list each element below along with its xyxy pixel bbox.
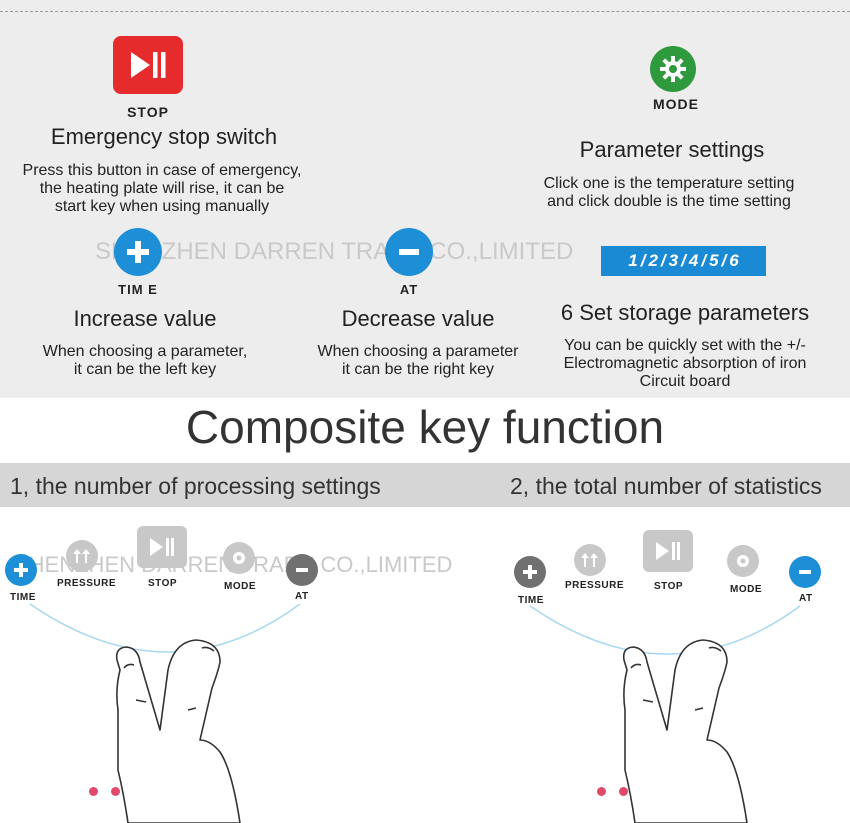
watermark-text: SHENZHEN DARREN TRADE CO.,LIMITED — [95, 238, 574, 265]
stop-key-icon — [137, 526, 187, 568]
storage-heading: 6 Set storage parameters — [560, 300, 810, 325]
gear-icon — [660, 56, 686, 82]
left-hand-icon — [115, 639, 241, 823]
plus-icon — [127, 241, 149, 263]
minus-icon — [296, 568, 308, 572]
play-pause-icon — [656, 542, 680, 560]
gear-icon — [233, 552, 245, 564]
indicator-dot — [111, 787, 120, 796]
right-section-title: 2, the total number of statistics — [510, 473, 822, 499]
double-up-arrow-icon — [73, 549, 90, 563]
stop-key-label: STOP — [148, 578, 178, 589]
time-label: TIM E — [118, 282, 158, 297]
pressure-key-icon — [574, 544, 606, 576]
time-key-icon — [5, 554, 37, 586]
play-pause-icon — [150, 538, 174, 556]
time-key-label: TIME — [518, 595, 544, 606]
gesture-illustration — [29, 603, 801, 823]
at-description: When choosing a parameter it can be the … — [317, 343, 519, 378]
minus-icon — [399, 249, 419, 255]
dashed-divider — [0, 11, 850, 12]
at-label: AT — [399, 282, 419, 297]
minus-icon — [799, 570, 811, 574]
indicator-dot — [597, 787, 606, 796]
indicator-dot — [89, 787, 98, 796]
at-key-icon — [789, 556, 821, 588]
storage-numbers-bar: 1/ 2/ 3/ 4/ 5/ 6 — [601, 246, 766, 276]
right-arc — [529, 605, 801, 655]
time-key-label: TIME — [10, 592, 36, 603]
play-pause-icon — [131, 52, 166, 78]
time-button-icon — [114, 228, 162, 276]
pressure-key-icon — [66, 540, 98, 572]
mode-key-label: MODE — [224, 581, 256, 592]
stop-key-label: STOP — [654, 581, 684, 592]
composite-title: Composite key function — [185, 401, 665, 453]
mode-heading: Parameter settings — [579, 137, 765, 162]
section-band — [0, 463, 850, 507]
mode-key-icon — [727, 545, 759, 577]
plus-icon — [523, 565, 537, 579]
stop-key-icon — [643, 530, 693, 572]
double-up-arrow-icon — [581, 553, 598, 567]
pressure-key-label: PRESSURE — [57, 578, 117, 589]
time-key-icon — [514, 556, 546, 588]
mode-description: Click one is the temperature setting and… — [543, 175, 795, 210]
left-section-title: 1, the number of processing settings — [10, 473, 381, 499]
at-button-icon — [385, 228, 433, 276]
at-key-label: AT — [295, 591, 309, 602]
mode-key-label: MODE — [730, 584, 762, 595]
pressure-key-label: PRESSURE — [565, 580, 625, 591]
at-heading: Decrease value — [341, 306, 495, 331]
mode-button-icon — [650, 46, 696, 92]
mode-label: MODE — [653, 96, 699, 112]
storage-description: You can be quickly set with the +/- Elec… — [563, 337, 807, 390]
plus-icon — [14, 563, 28, 577]
stop-label: STOP — [127, 104, 169, 120]
time-description: When choosing a parameter, it can be the… — [42, 343, 248, 378]
at-key-icon — [286, 554, 318, 586]
left-arc — [29, 603, 301, 653]
stop-description: Press this button in case of emergency, … — [22, 162, 302, 215]
indicator-dot — [619, 787, 628, 796]
right-hand-icon — [622, 639, 748, 823]
time-heading: Increase value — [73, 306, 217, 331]
stop-heading: Emergency stop switch — [50, 124, 278, 149]
stop-button-icon — [113, 36, 183, 94]
gear-icon — [737, 555, 749, 567]
at-key-label: AT — [799, 593, 813, 604]
mode-key-icon — [223, 542, 255, 574]
